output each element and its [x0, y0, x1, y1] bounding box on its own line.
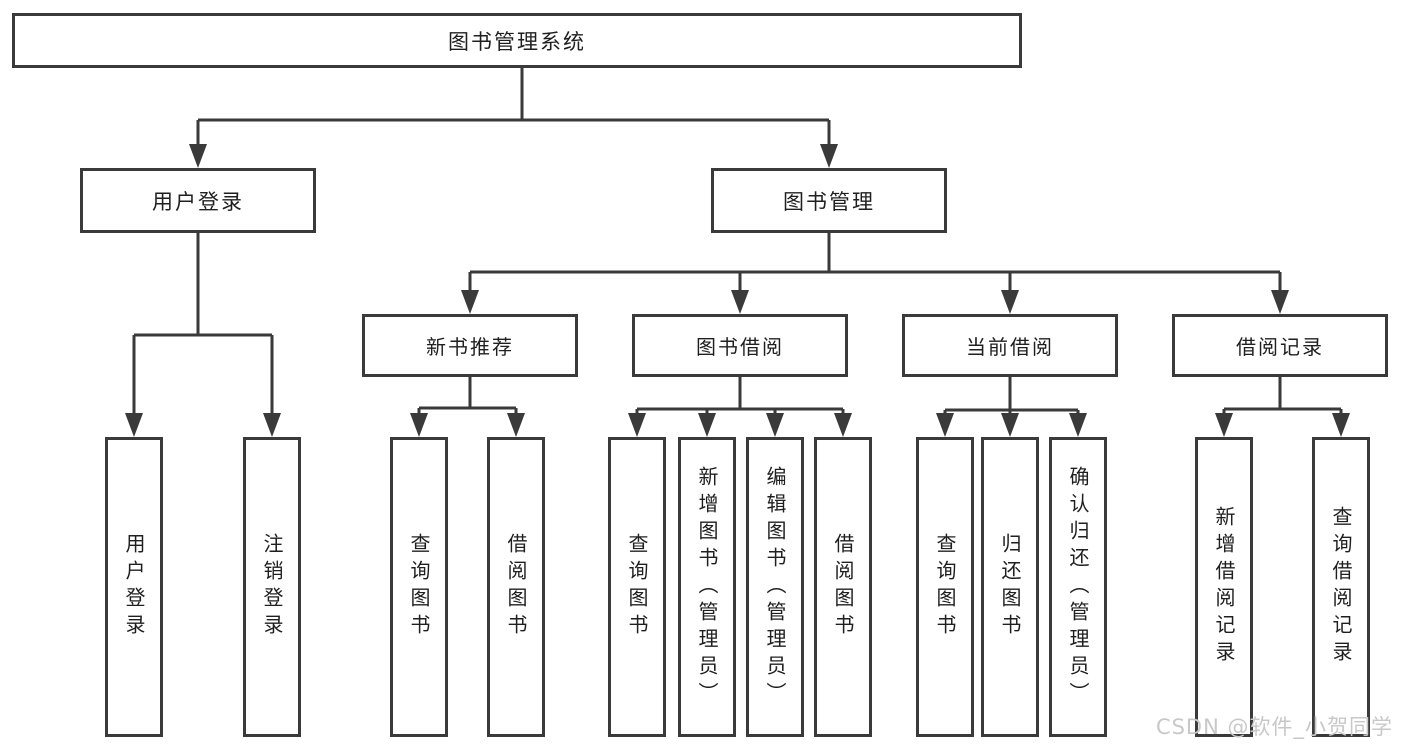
arrowhead-icons — [125, 144, 1350, 437]
leaf-nbr-query-books: 查询图书 — [390, 437, 448, 737]
leaf-cb-return-books: 归还图书 — [981, 437, 1039, 737]
leaf-cb-query-books: 查询图书 — [916, 437, 974, 737]
leaf-logout: 注销登录 — [243, 437, 301, 737]
node-book-borrowing: 图书借阅 — [632, 314, 848, 377]
leaf-bb-borrow-books: 借阅图书 — [814, 437, 872, 737]
leaf-bb-add-book-admin: 新增图书（管理员） — [678, 437, 736, 737]
csdn-watermark: CSDN @软件_小贺同学 — [1155, 715, 1393, 739]
leaf-nbr-borrow-books: 借阅图书 — [487, 437, 545, 737]
node-book-management: 图书管理 — [711, 168, 947, 233]
leaf-br-add-record: 新增借阅记录 — [1195, 437, 1253, 737]
leaf-user-login: 用户登录 — [105, 437, 163, 737]
leaf-bb-edit-book-admin: 编辑图书（管理员） — [746, 437, 804, 737]
node-root: 图书管理系统 — [12, 13, 1022, 68]
node-borrow-records: 借阅记录 — [1172, 314, 1388, 377]
leaf-bb-query-books: 查询图书 — [608, 437, 666, 737]
node-current-borrowing: 当前借阅 — [902, 314, 1118, 377]
leaf-br-query-record: 查询借阅记录 — [1312, 437, 1370, 737]
node-user-login: 用户登录 — [80, 168, 316, 233]
leaf-cb-confirm-return-admin: 确认归还（管理员） — [1049, 437, 1107, 737]
node-new-book-recommend: 新书推荐 — [362, 314, 578, 377]
